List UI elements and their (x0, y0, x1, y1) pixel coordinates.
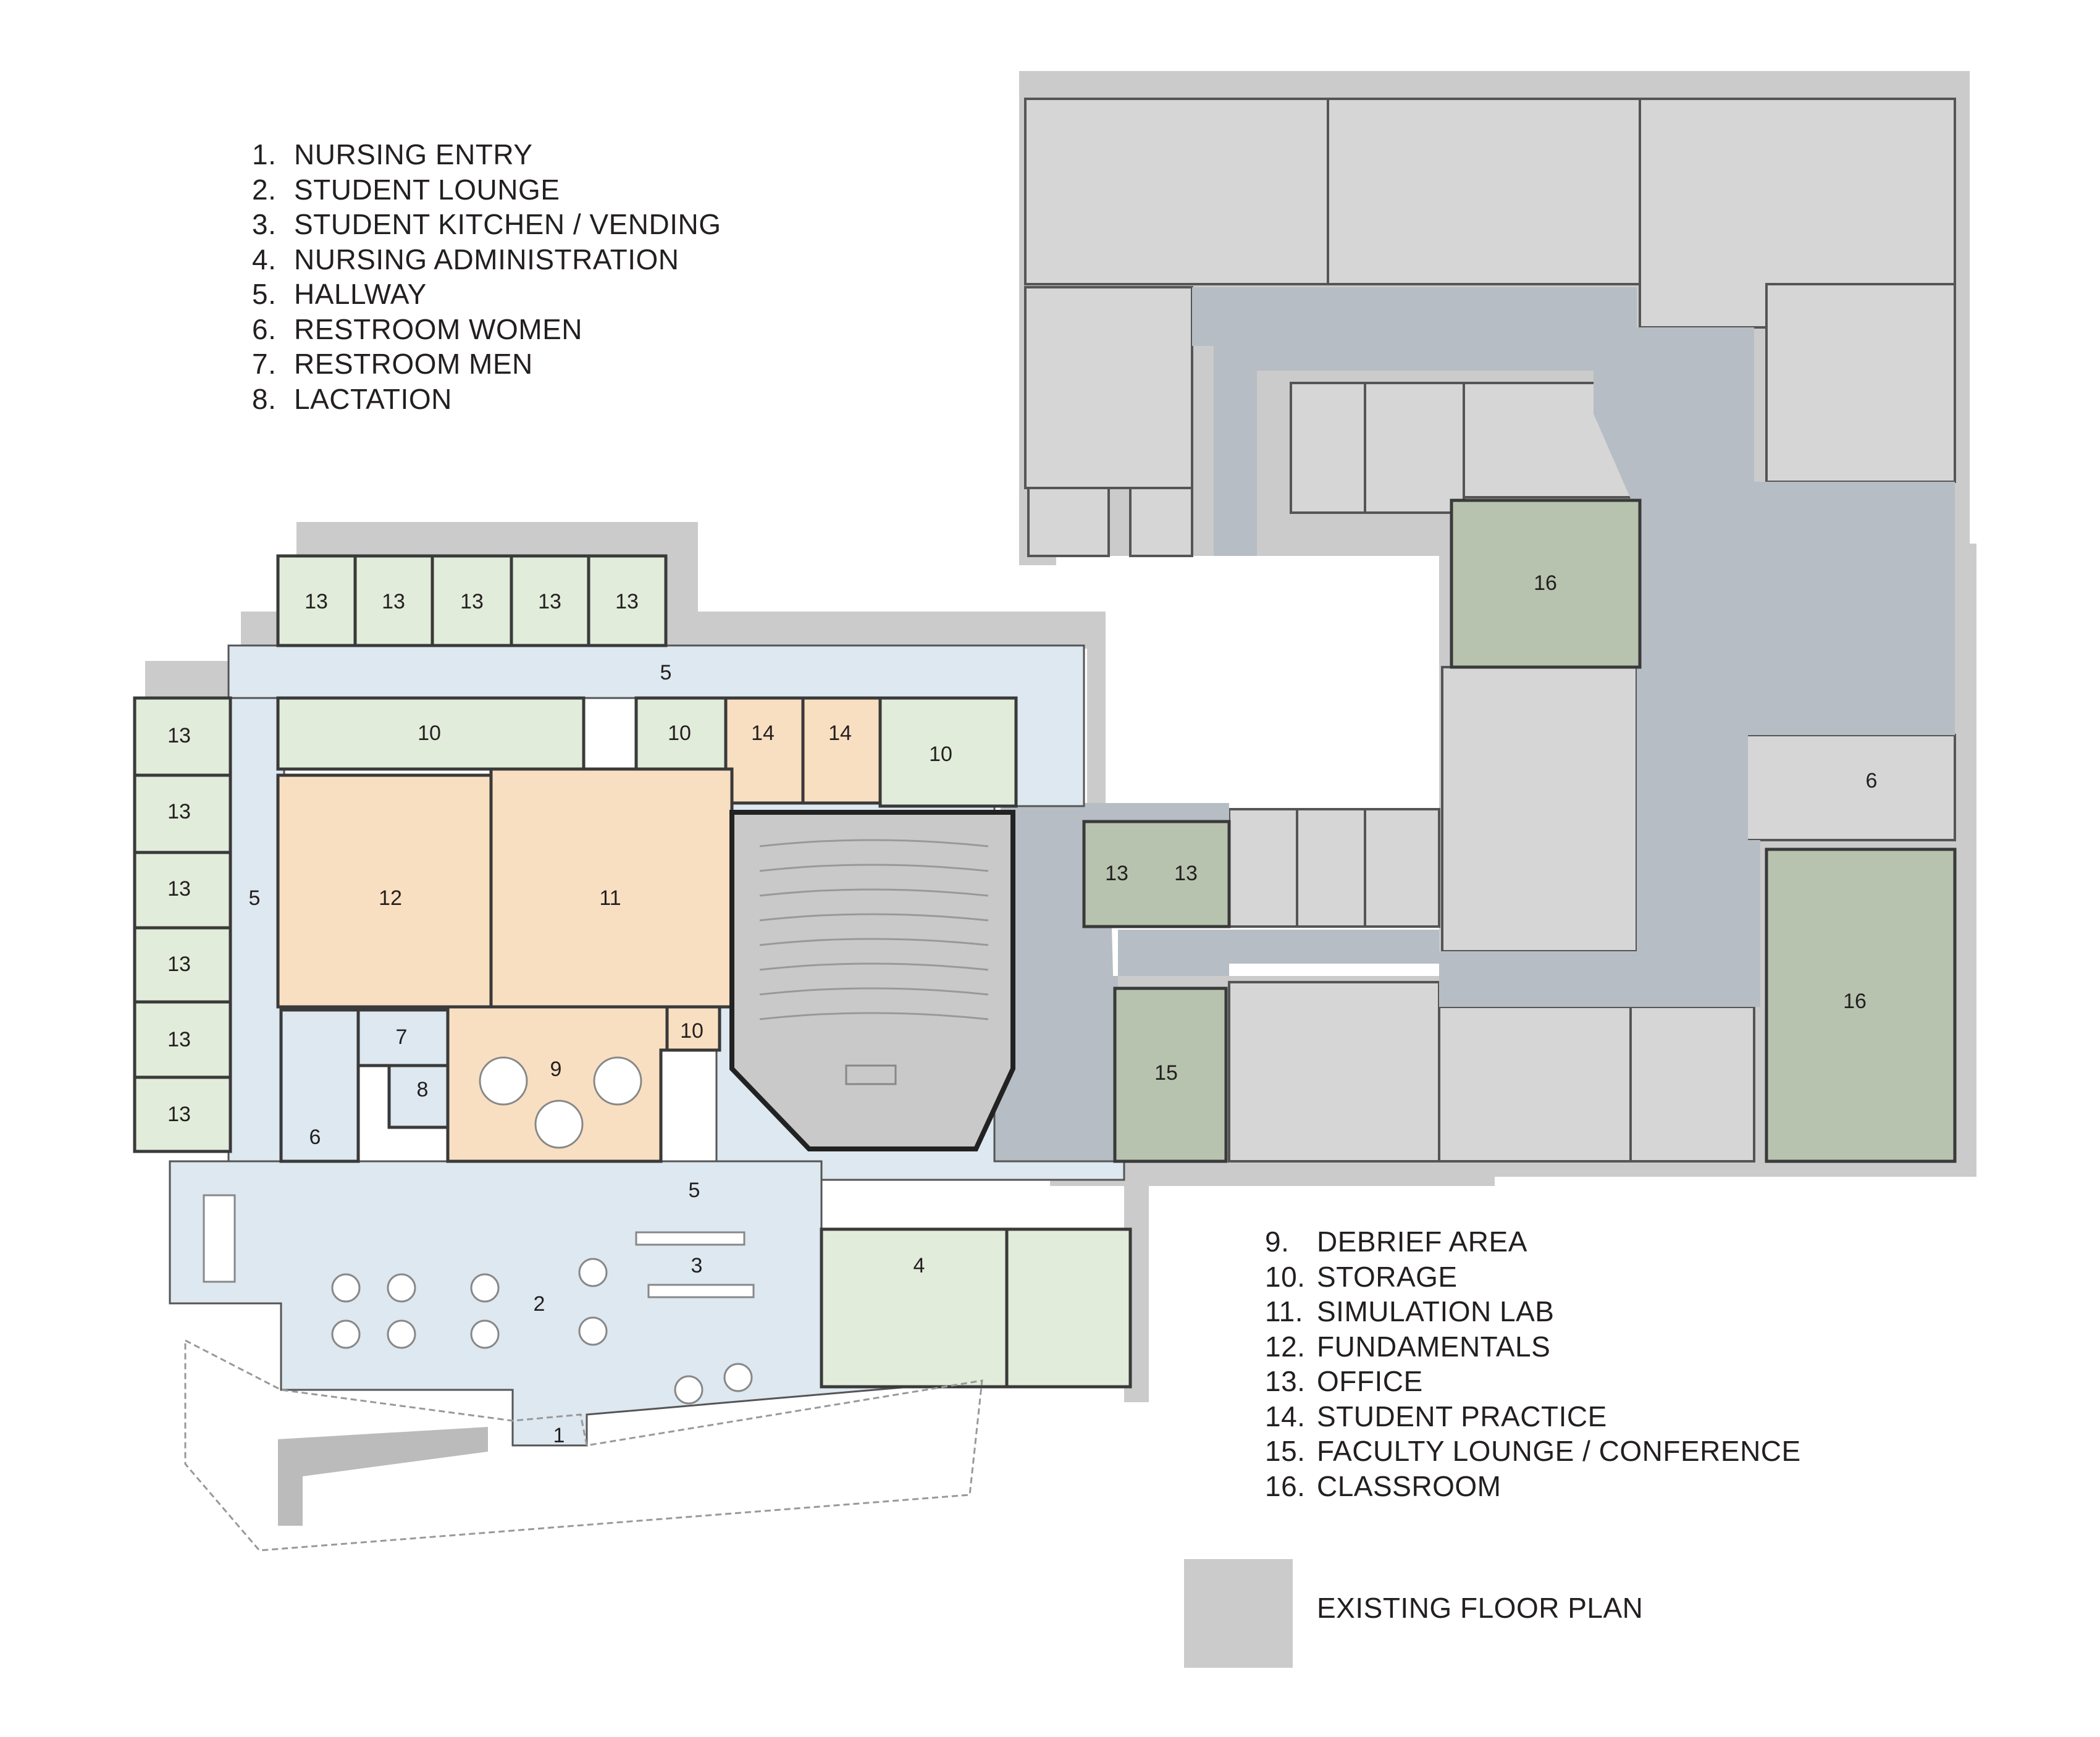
admin-right-room (1005, 1227, 1132, 1389)
legend-label: FUNDAMENTALS (1317, 1330, 1551, 1363)
room-label-lactation: 8 (417, 1078, 429, 1101)
room-label-nursing-admin: 4 (914, 1254, 925, 1277)
legend-item: 3. STUDENT KITCHEN / VENDING (252, 207, 721, 242)
legend-label: RESTROOM MEN (294, 348, 533, 380)
room-label-office-5: 13 (615, 590, 639, 613)
legend-label: NURSING ADMINISTRATION (294, 243, 679, 275)
legend-item: 7. RESTROOM MEN (252, 347, 721, 382)
legend-item: 12. FUNDAMENTALS (1265, 1329, 1801, 1365)
legend-item: 8. LACTATION (252, 382, 721, 417)
existing-floor-plan-swatch (1184, 1559, 1293, 1668)
legend-label: OFFICE (1317, 1365, 1423, 1397)
room-label-office-10: 13 (167, 1028, 191, 1051)
room-label-restroom-men: 7 (396, 1025, 408, 1049)
legend-rooms-9-16: 9. DEBRIEF AREA 10. STORAGE 11. SIMULATION … (1265, 1224, 1801, 1504)
legend-number: 13. (1265, 1365, 1306, 1397)
legend-label: SIMULATION LAB (1317, 1295, 1555, 1327)
room-label-storage-1: 10 (418, 721, 441, 745)
auditorium (729, 810, 1015, 1151)
legend-label: STORAGE (1317, 1260, 1458, 1293)
legend-label: FACULTY LOUNGE / CONFERENCE (1317, 1435, 1801, 1467)
room-label-student-lounge: 2 (534, 1292, 545, 1316)
room-label-fundamentals: 12 (379, 886, 402, 910)
legend-item: 13. OFFICE (1265, 1364, 1801, 1399)
room-label-office-6: 13 (167, 724, 191, 747)
restroom-block (279, 1008, 450, 1163)
existing-rooms (1024, 98, 1956, 1163)
offices (133, 554, 1018, 1389)
room-label-classroom-1: 16 (1534, 571, 1557, 595)
room-label-kitchen-vending: 3 (691, 1254, 703, 1277)
legend-item: 14. STUDENT PRACTICE (1265, 1399, 1801, 1434)
existing-floor-plan-label: EXISTING FLOOR PLAN (1317, 1592, 1644, 1624)
room-label-hallway-3: 5 (689, 1179, 700, 1202)
room-label-hallway-1: 5 (660, 661, 672, 684)
legend-label: RESTROOM WOMEN (294, 313, 582, 345)
room-label-storage-2: 10 (668, 721, 691, 745)
legend-label: HALLWAY (294, 278, 427, 310)
legend-label: NURSING ENTRY (294, 138, 533, 170)
peach-rooms (276, 696, 882, 1163)
legend-number: 12. (1265, 1330, 1306, 1363)
room-label-office-4: 13 (538, 590, 561, 613)
room-label-office-8: 13 (167, 877, 191, 901)
dark-green-rooms (1082, 498, 1957, 1163)
legend-rooms-1-8: 1. NURSING ENTRY 2. STUDENT LOUNGE 3. STUDE… (252, 137, 721, 416)
room-label-office-7: 13 (167, 800, 191, 823)
room-label-student-practice-1: 14 (751, 721, 775, 745)
legend-item: 4. NURSING ADMINISTRATION (252, 242, 721, 277)
lounge-furniture (203, 1056, 755, 1405)
legend-item: 9. DEBRIEF AREA (1265, 1224, 1801, 1260)
room-label-debrief-area: 9 (550, 1058, 562, 1081)
legend-item: 5. HALLWAY (252, 277, 721, 312)
legend-number: 9. (1265, 1226, 1290, 1258)
room-label-office-1: 13 (304, 590, 328, 613)
legend-number: 8. (252, 382, 277, 415)
legend-number: 10. (1265, 1260, 1306, 1293)
legend-label: DEBRIEF AREA (1317, 1226, 1527, 1258)
room-label-restroom-women: 6 (309, 1125, 321, 1149)
legend-number: 1. (252, 138, 277, 170)
legend-number: 4. (252, 243, 277, 275)
legend-number: 16. (1265, 1470, 1306, 1502)
legend-item: 11. SIMULATION LAB (1265, 1294, 1801, 1329)
legend-label: LACTATION (294, 382, 452, 415)
room-label-simulation-lab: 11 (599, 886, 621, 910)
room-label-faculty-lounge: 15 (1154, 1061, 1178, 1085)
room-label-restroom-women-2: 6 (1866, 769, 1878, 793)
room-label-nursing-entry: 1 (553, 1424, 565, 1447)
room-label-office-2: 13 (382, 590, 405, 613)
legend-number: 5. (252, 278, 277, 310)
legend-item: 10. STORAGE (1265, 1260, 1801, 1295)
room-label-office-9: 13 (167, 953, 191, 976)
legend-item: 6. RESTROOM WOMEN (252, 312, 721, 347)
room-label-storage-4: 10 (680, 1019, 704, 1043)
legend-number: 14. (1265, 1400, 1306, 1432)
legend-label: CLASSROOM (1317, 1470, 1502, 1502)
legend-number: 11. (1265, 1295, 1304, 1327)
legend-item: 15. FACULTY LOUNGE / CONFERENCE (1265, 1434, 1801, 1469)
room-label-office-13: 13 (1174, 862, 1198, 885)
room-label-storage-3: 10 (929, 742, 952, 766)
legend-label: STUDENT LOUNGE (294, 173, 560, 206)
legend-number: 7. (252, 348, 277, 380)
legend-label: STUDENT PRACTICE (1317, 1400, 1607, 1432)
room-numbers: 13 13 13 13 13 13 13 13 13 13 13 13 13 1… (167, 571, 1877, 1447)
entry-canopy (184, 1339, 983, 1552)
room-label-student-practice-2: 14 (828, 721, 852, 745)
legend-item: 2. STUDENT LOUNGE (252, 172, 721, 208)
room-label-office-3: 13 (460, 590, 484, 613)
legend-item: 1. NURSING ENTRY (252, 137, 721, 172)
room-label-office-11: 13 (167, 1103, 191, 1126)
legend-label: STUDENT KITCHEN / VENDING (294, 208, 721, 240)
legend-number: 3. (252, 208, 277, 240)
legend-number: 15. (1265, 1435, 1306, 1467)
legend-number: 6. (252, 313, 277, 345)
room-label-hallway-2: 5 (249, 886, 261, 910)
legend-number: 2. (252, 173, 277, 206)
legend-item: 16. CLASSROOM (1265, 1469, 1801, 1504)
room-label-classroom-2: 16 (1843, 990, 1867, 1013)
room-label-office-12: 13 (1105, 862, 1128, 885)
